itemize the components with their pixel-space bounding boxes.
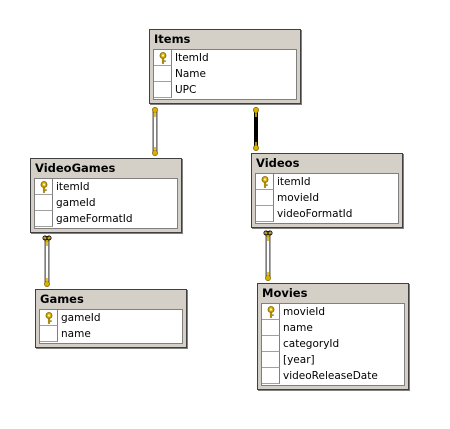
row-selector[interactable] [256,206,274,222]
table-videos[interactable]: Videos itemId movieId videoFormatId [251,153,403,228]
column-name: ItemId [175,52,209,64]
many-end-icon [42,235,52,241]
table-title[interactable]: VideoGames [31,159,181,178]
row-selector[interactable] [262,304,280,320]
row-selector[interactable] [256,174,274,190]
column-row[interactable]: ItemId [154,50,296,66]
row-selector[interactable] [40,326,58,342]
relationship-key-icon [253,142,259,151]
column-list: itemId movieId videoFormatId [255,173,399,224]
row-selector[interactable] [154,50,172,66]
column-name: name [61,328,91,340]
column-row[interactable]: itemId [256,174,398,190]
column-list: gameId name [39,309,183,344]
table-videogames[interactable]: VideoGames itemId gameId gameFormatId [30,158,182,233]
table-title[interactable]: Games [36,290,186,309]
relationship-key-icon [265,272,271,281]
column-name: gameId [61,312,101,324]
table-games[interactable]: Games gameId name [35,289,187,348]
column-row[interactable]: itemId [35,179,177,195]
column-name: videoFormatId [277,208,353,220]
row-selector[interactable] [262,368,280,384]
relationship-items-videos[interactable] [253,107,259,151]
column-row[interactable]: gameId [40,310,182,326]
column-row[interactable]: videoFormatId [256,206,398,222]
primary-key-icon [40,181,48,193]
relationship-key-icon [152,147,158,156]
column-row[interactable]: [year] [262,352,404,368]
row-selector[interactable] [35,211,53,227]
column-list: itemId gameId gameFormatId [34,178,178,229]
column-row[interactable]: gameId [35,195,177,211]
row-selector[interactable] [262,320,280,336]
column-row[interactable]: categoryId [262,336,404,352]
row-selector[interactable] [154,66,172,82]
table-title[interactable]: Items [150,30,300,49]
relationship-key-icon [152,107,158,117]
relationship-items-videogames[interactable] [152,107,158,156]
relationship-key-icon [44,278,50,287]
row-selector[interactable] [154,82,172,98]
row-selector[interactable] [35,195,53,211]
column-list: movieId name categoryId [year] videoReleaseD… [261,303,405,386]
column-row[interactable]: UPC [154,82,296,98]
row-selector[interactable] [262,336,280,352]
relationship-videos-movies[interactable] [263,230,273,281]
column-name: [year] [283,354,315,366]
row-selector[interactable] [35,179,53,195]
primary-key-icon [159,52,167,64]
column-name: movieId [277,192,320,204]
column-row[interactable]: movieId [256,190,398,206]
primary-key-icon [261,176,269,188]
table-title[interactable]: Videos [252,154,402,173]
column-name: name [283,322,313,334]
table-movies[interactable]: Movies movieId name categoryId [year] videoRe… [257,283,409,390]
column-name: Name [175,68,206,80]
column-row[interactable]: movieId [262,304,404,320]
column-row[interactable]: videoReleaseDate [262,368,404,384]
relationship-videogames-games[interactable] [42,235,52,287]
column-name: UPC [175,84,197,96]
column-name: itemId [277,176,311,188]
primary-key-icon [45,312,53,324]
column-row[interactable]: name [262,320,404,336]
relationship-key-icon [253,107,259,117]
column-name: movieId [283,306,326,318]
primary-key-icon [267,306,275,318]
row-selector[interactable] [262,352,280,368]
many-end-icon [263,230,273,236]
column-name: videoReleaseDate [283,370,378,382]
table-title[interactable]: Movies [258,284,408,303]
row-selector[interactable] [40,310,58,326]
column-name: categoryId [283,338,340,350]
column-row[interactable]: name [40,326,182,342]
column-name: gameFormatId [56,213,133,225]
column-name: gameId [56,197,96,209]
column-row[interactable]: Name [154,66,296,82]
column-row[interactable]: gameFormatId [35,211,177,227]
column-name: itemId [56,181,90,193]
row-selector[interactable] [256,190,274,206]
